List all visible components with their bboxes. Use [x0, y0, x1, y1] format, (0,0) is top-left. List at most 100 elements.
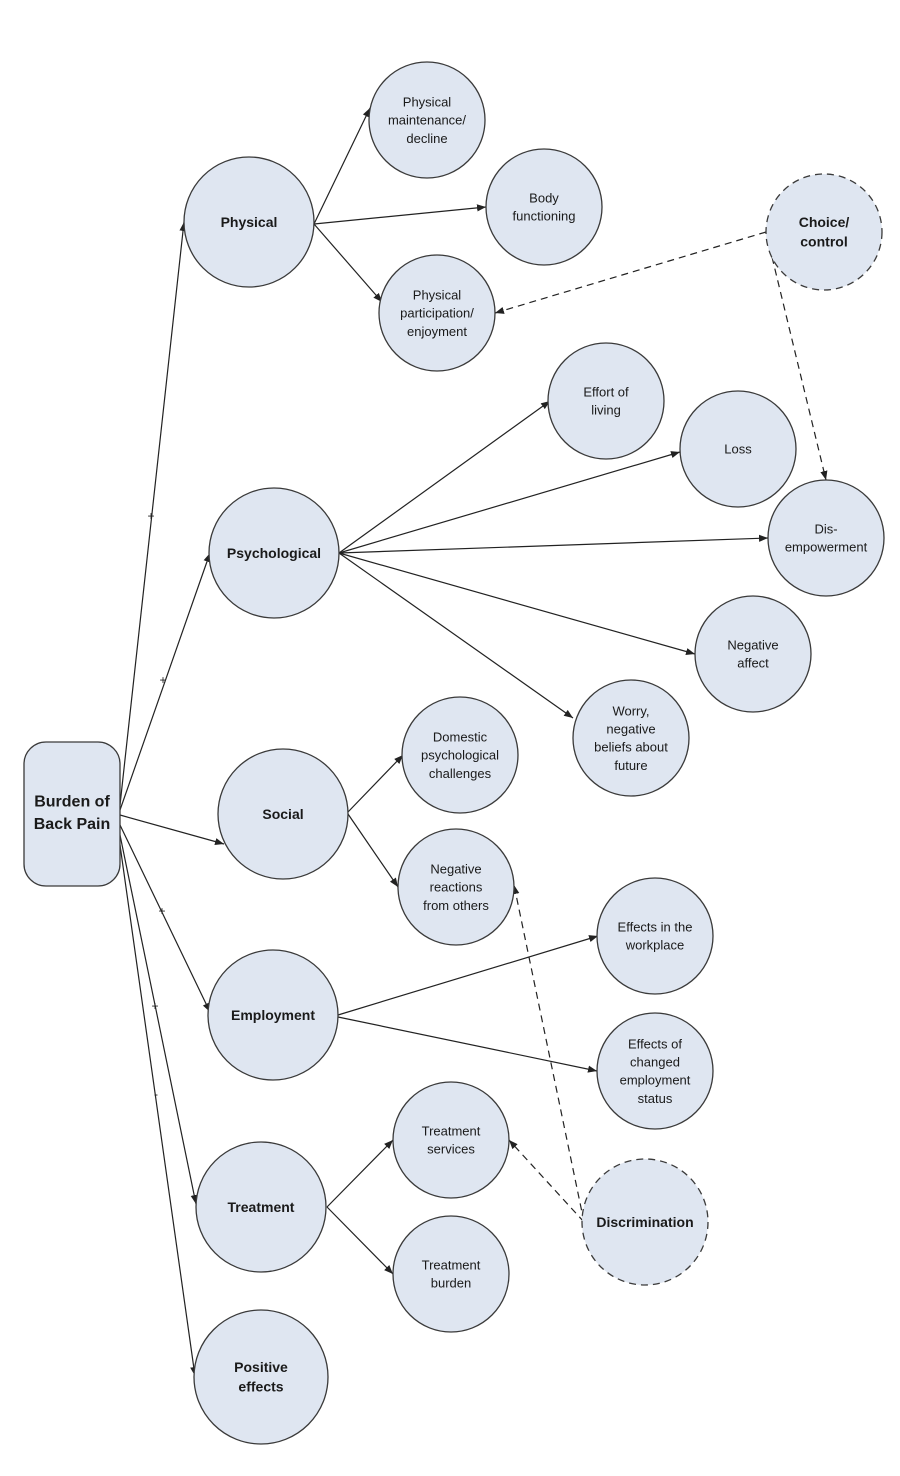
node-label-line: Physical — [413, 287, 462, 302]
node-treatment: Treatment — [195, 1141, 327, 1273]
node-circle — [485, 148, 603, 266]
edge-treatment-to-treat-burden — [326, 1206, 394, 1275]
node-label-line: Dis- — [814, 521, 837, 536]
node-social: Social — [217, 748, 349, 880]
edge-employment-to-changed-emp — [337, 1016, 598, 1073]
node-circle — [183, 156, 315, 288]
node-label-line: Negative — [430, 861, 481, 876]
node-circle — [596, 877, 714, 995]
edge-social-to-domestic — [347, 754, 404, 813]
node-label-line: Physical — [221, 214, 278, 230]
node-circle — [694, 595, 812, 713]
node-label-line: Social — [262, 806, 303, 822]
node-treat-services: Treatment services — [392, 1081, 510, 1199]
node-label-line: burden — [431, 1276, 471, 1291]
node-label-line: from others — [423, 898, 489, 913]
node-physical: Physical — [183, 156, 315, 288]
node-label-line: changed — [630, 1054, 680, 1069]
edge-choice-to-disempower — [771, 256, 828, 481]
node-label-line: functioning — [513, 209, 576, 224]
edge-sign-label: - — [154, 1087, 158, 1101]
edge-burden-to-employment — [119, 824, 211, 1013]
node-label-line: Choice/ — [799, 214, 850, 230]
node-label-line: living — [591, 403, 621, 418]
node-label-line: Treatment — [422, 1123, 481, 1138]
node-label-line: Treatment — [228, 1199, 295, 1215]
edge-psychological-to-loss — [338, 451, 681, 554]
root-box — [23, 741, 121, 887]
node-discrimination: Discrimination — [581, 1158, 709, 1286]
node-circle — [392, 1215, 510, 1333]
node-circle — [767, 479, 885, 597]
edge-psychological-to-effort — [338, 400, 551, 554]
node-psychological: Psychological — [208, 487, 340, 619]
node-choice: Choice/control — [765, 173, 883, 291]
node-label-line: services — [427, 1142, 475, 1157]
edge-psychological-to-neg-affect — [338, 552, 696, 656]
node-circle — [217, 748, 349, 880]
node-label-line: reactions — [430, 880, 483, 895]
node-circle — [572, 679, 690, 797]
edge-psychological-to-worry — [338, 552, 574, 719]
node-label-line: future — [614, 758, 647, 773]
node-label-line: Domestic — [433, 729, 488, 744]
node-label-line: Employment — [231, 1007, 315, 1023]
node-circle — [397, 828, 515, 946]
edge-sign-label: + — [147, 509, 154, 523]
node-neg-reactions: Negative reactions from others — [397, 828, 515, 946]
node-label-line: maintenance/ — [388, 113, 466, 128]
node-label-line: effects — [238, 1379, 283, 1395]
node-label-line: Burden of — [34, 793, 110, 810]
edge-burden-to-social — [119, 814, 225, 846]
node-positive: Positive effects — [193, 1309, 329, 1445]
node-label-line: participation/ — [400, 306, 474, 321]
node-body-func: Body functioning — [485, 148, 603, 266]
edge-discrimination-to-neg-reactions — [512, 884, 585, 1223]
node-label-line: negative — [606, 721, 655, 736]
edge-sign-label: + — [159, 673, 166, 687]
node-label-line: psychological — [421, 748, 499, 763]
node-phys-part: Physical participation/enjoyment — [378, 254, 496, 372]
node-circle — [581, 1158, 709, 1286]
node-label-line: empowerment — [785, 540, 868, 555]
node-circle — [378, 254, 496, 372]
node-label-line: Body — [529, 190, 559, 205]
node-circle — [547, 342, 665, 460]
node-label-line: enjoyment — [407, 324, 467, 339]
node-workplace: Effects in the workplace — [596, 877, 714, 995]
node-label-line: Loss — [724, 442, 752, 457]
node-disempower: Dis-empowerment — [767, 479, 885, 597]
node-label-line: employment — [620, 1073, 691, 1088]
edge-burden-to-treatment — [119, 834, 198, 1205]
edge-sign-label: + — [158, 904, 165, 918]
edge-burden-to-psychological — [119, 552, 211, 811]
node-label-line: status — [638, 1091, 673, 1106]
edge-discrimination-to-treat-services — [508, 1139, 585, 1223]
edge-treatment-to-treat-services — [326, 1139, 394, 1208]
node-label-line: workplace — [625, 938, 685, 953]
node-circle — [596, 1012, 714, 1130]
node-label-line: Positive — [234, 1359, 288, 1375]
node-label-line: Psychological — [227, 545, 321, 561]
node-label-line: beliefs about — [594, 740, 668, 755]
node-circle — [207, 949, 339, 1081]
edges-layer: ++++- — [119, 107, 828, 1377]
edge-psychological-to-disempower — [338, 534, 769, 554]
node-label-line: affect — [737, 656, 769, 671]
node-label-line: control — [800, 234, 847, 250]
node-label-line: decline — [406, 131, 447, 146]
node-label-line: Effects of — [628, 1036, 682, 1051]
node-circle — [392, 1081, 510, 1199]
edge-employment-to-workplace — [337, 935, 599, 1016]
node-label-line: Effects in the — [618, 919, 693, 934]
edge-physical-to-phys-maint — [313, 107, 371, 225]
